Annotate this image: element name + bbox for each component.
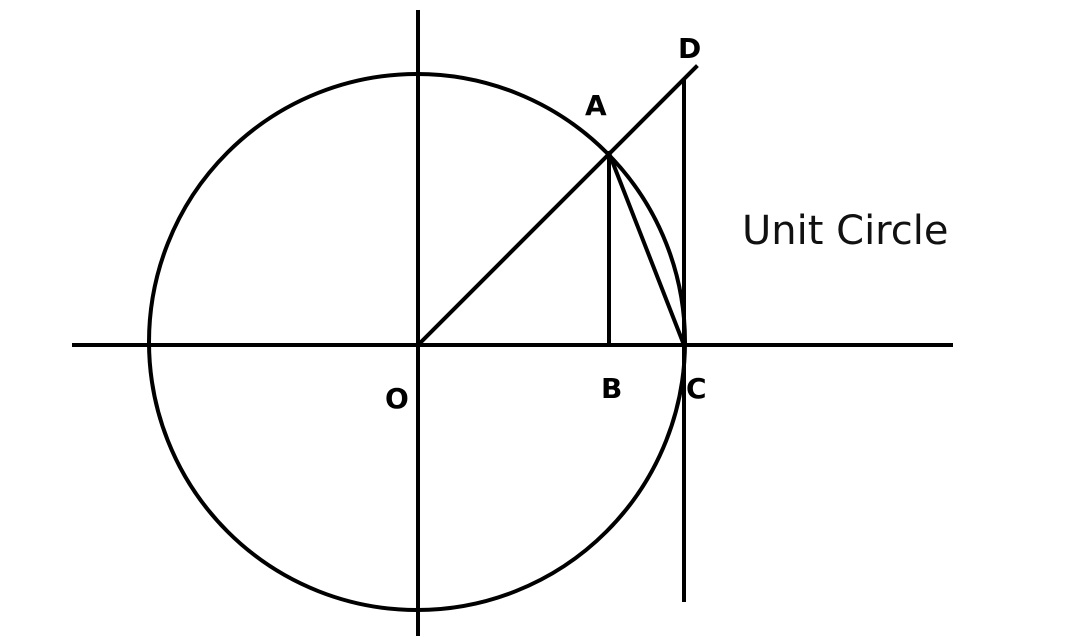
label-a: A <box>585 89 607 122</box>
label-d: D <box>678 32 701 65</box>
label-c: C <box>686 372 707 405</box>
diagram-title: Unit Circle <box>742 208 948 254</box>
segment-od <box>415 64 699 348</box>
segment-ac <box>606 150 687 348</box>
label-o: O <box>385 382 409 415</box>
label-b: B <box>601 372 622 405</box>
